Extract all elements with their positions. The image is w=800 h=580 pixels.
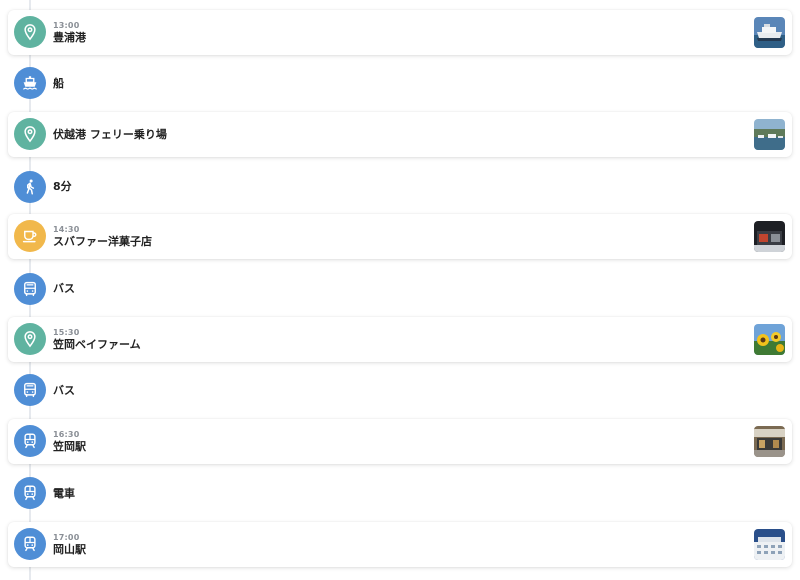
shop-photo bbox=[754, 221, 785, 252]
stop-title: バス bbox=[53, 384, 75, 397]
stop-title: 豊浦港 bbox=[53, 31, 86, 44]
harbor-photo bbox=[754, 119, 785, 150]
stop-title: 笠岡駅 bbox=[53, 440, 86, 453]
station-photo bbox=[754, 426, 785, 457]
stop-title: 笠岡ベイファーム bbox=[53, 338, 141, 351]
stop-time: 17:00 bbox=[53, 533, 80, 542]
location-pin-icon bbox=[14, 323, 46, 355]
train-icon bbox=[14, 477, 46, 509]
location-pin-icon bbox=[14, 118, 46, 150]
building-photo bbox=[754, 529, 785, 560]
walking-icon bbox=[14, 171, 46, 203]
train-icon bbox=[14, 425, 46, 457]
stop-title: 船 bbox=[53, 77, 64, 90]
ship-icon bbox=[14, 67, 46, 99]
stop-time: 14:30 bbox=[53, 225, 80, 234]
sunflower-photo bbox=[754, 324, 785, 355]
stop-title: 伏越港 フェリー乗り場 bbox=[53, 128, 167, 141]
stop-title: 電車 bbox=[53, 487, 75, 500]
stop-title: 8分 bbox=[53, 180, 72, 193]
location-pin-icon bbox=[14, 16, 46, 48]
bus-icon bbox=[14, 374, 46, 406]
stop-title: スバファー洋菓子店 bbox=[53, 235, 152, 248]
stop-time: 13:00 bbox=[53, 21, 80, 30]
coffee-cup-icon bbox=[14, 220, 46, 252]
stop-title: バス bbox=[53, 282, 75, 295]
ferry-photo bbox=[754, 17, 785, 48]
train-icon bbox=[14, 528, 46, 560]
bus-icon bbox=[14, 273, 46, 305]
stop-title: 岡山駅 bbox=[53, 543, 86, 556]
stop-time: 16:30 bbox=[53, 430, 80, 439]
stop-time: 15:30 bbox=[53, 328, 80, 337]
